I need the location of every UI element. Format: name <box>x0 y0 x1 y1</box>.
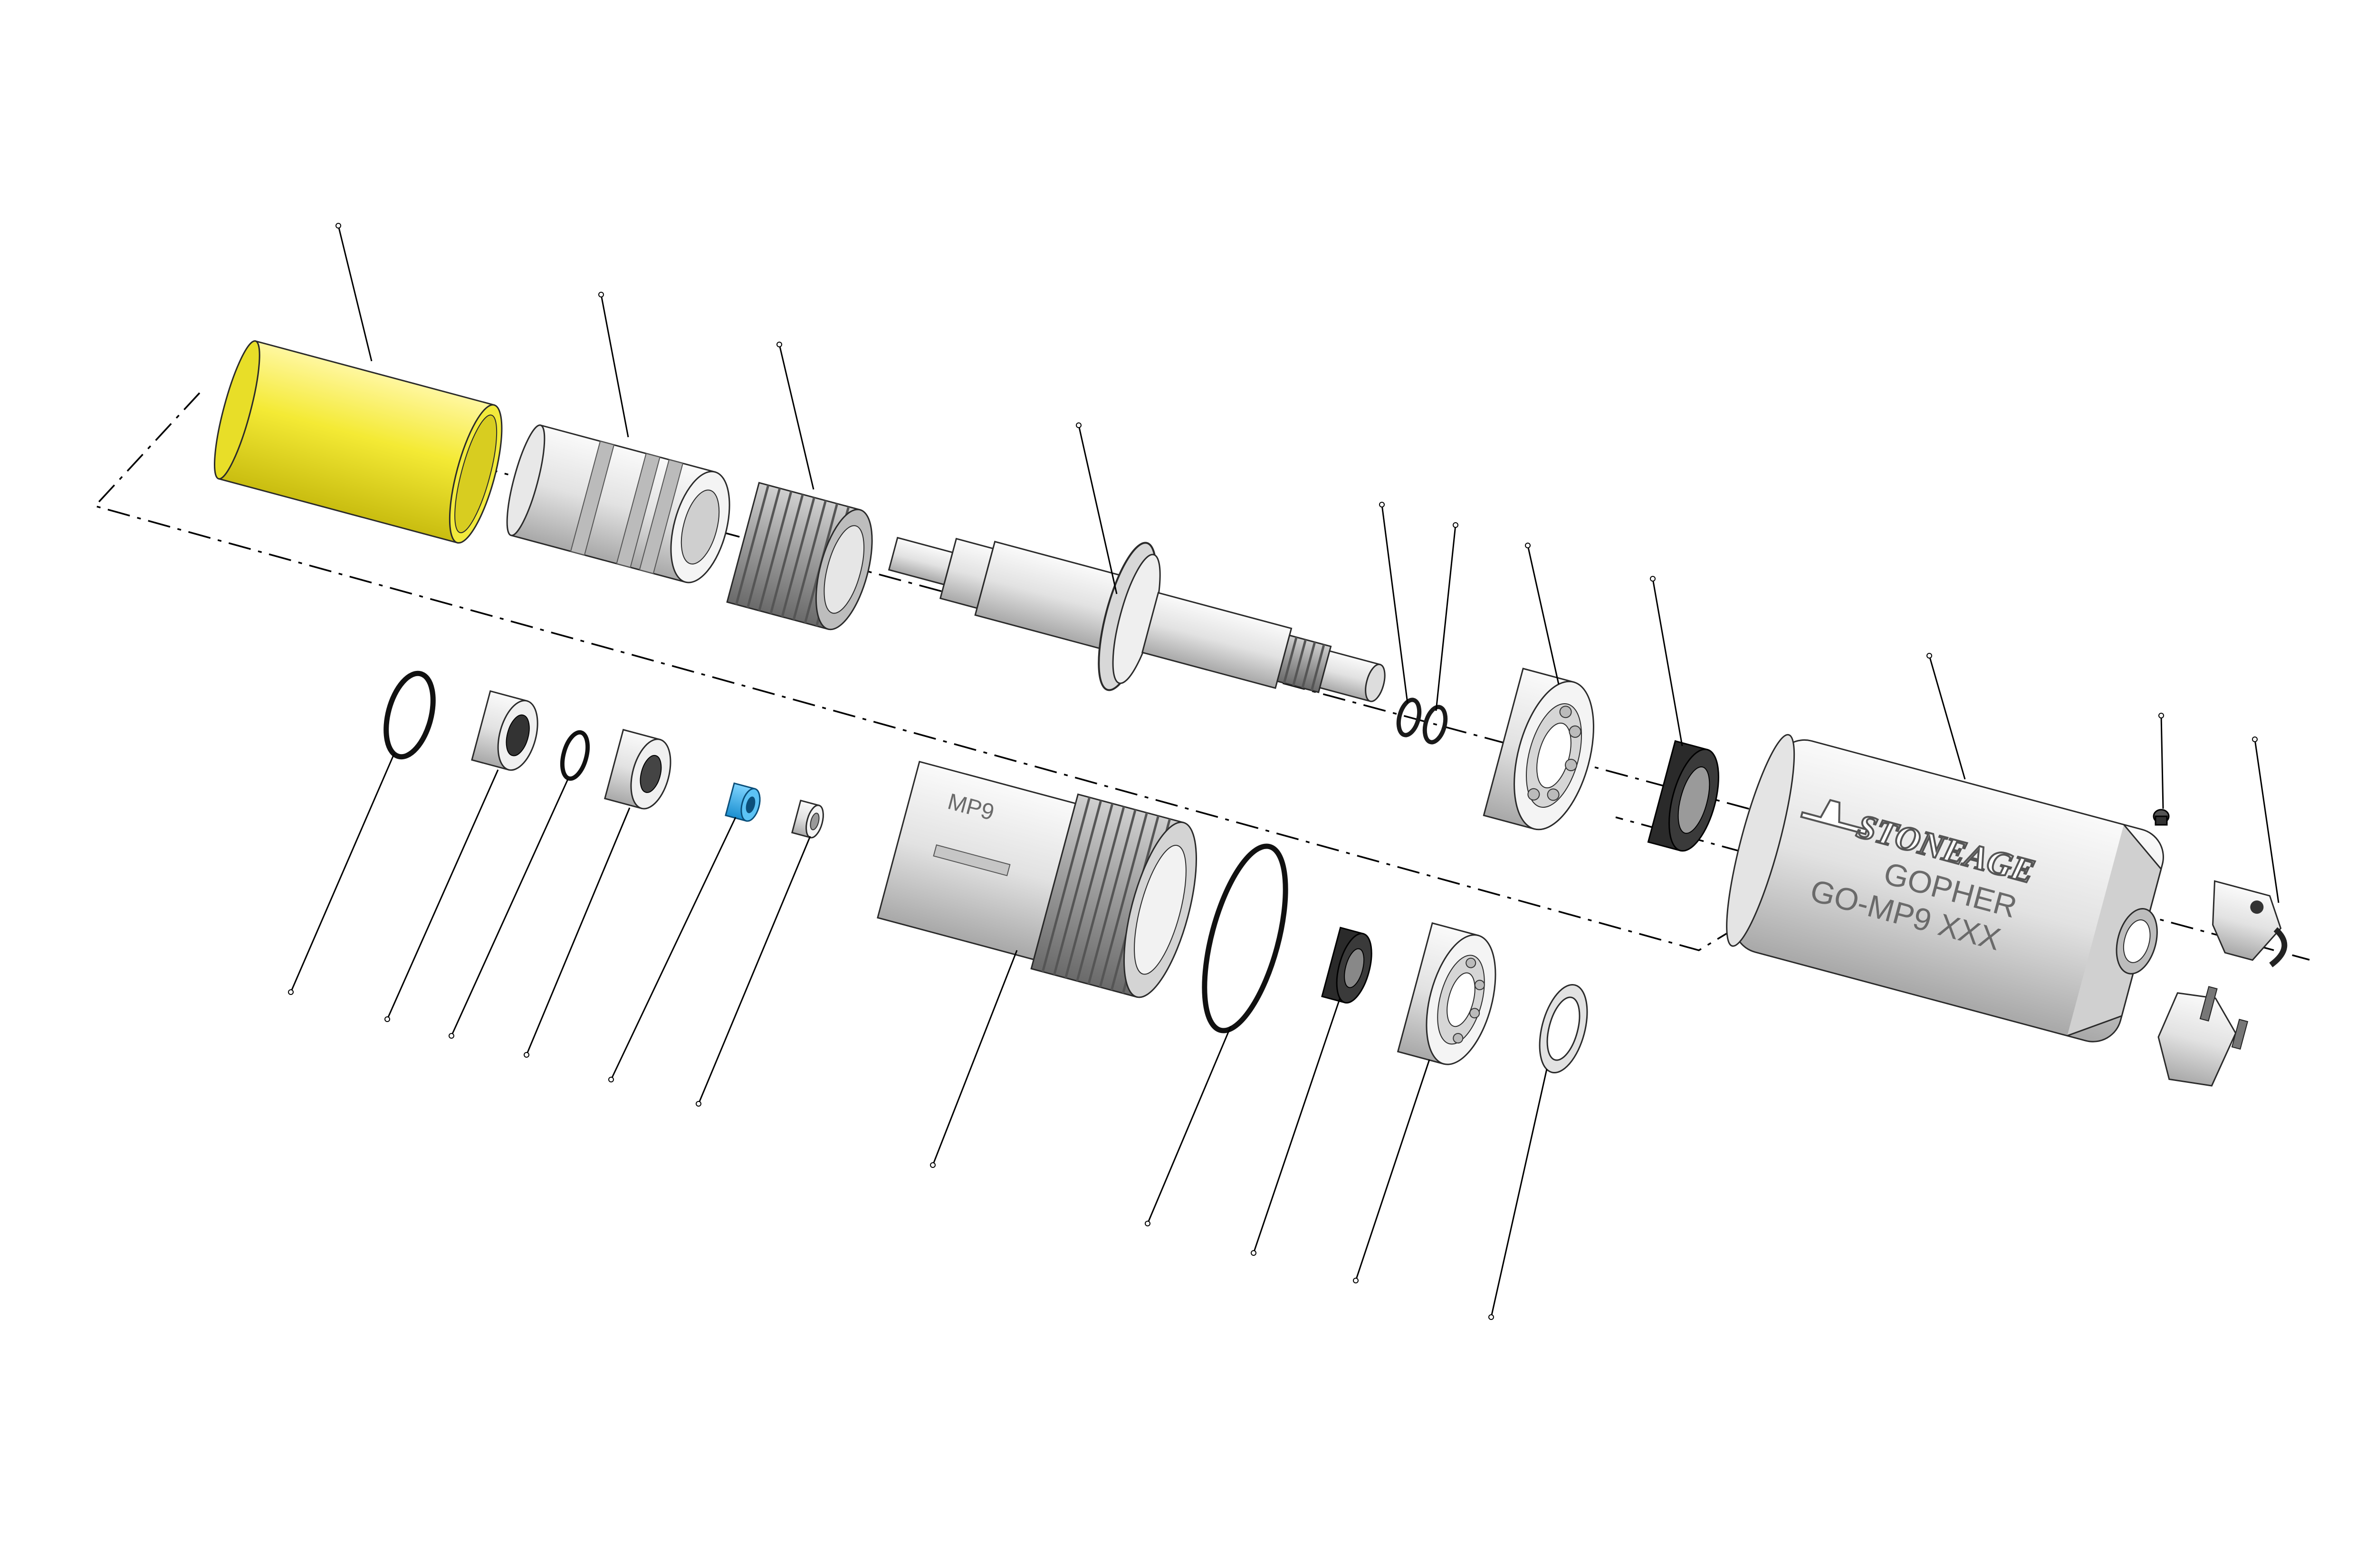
grooved-bushing <box>506 424 730 583</box>
callout-leaders <box>290 225 2280 1318</box>
cover-sleeve <box>214 340 503 544</box>
mountain-logo-icon <box>1800 799 1868 835</box>
small-bearing-a <box>471 690 538 771</box>
main-shaft <box>888 536 1386 702</box>
clamp-half-upper <box>2212 880 2288 967</box>
blue-seal <box>725 782 761 822</box>
threaded-stem: MP9 <box>877 761 1197 998</box>
housing-body: STONEAGE GOPHER GO-MP9 XXX <box>1726 734 2164 1042</box>
ball-bearing-large <box>1483 668 1594 831</box>
clamp-half-lower <box>2157 986 2249 1087</box>
callout-dots <box>288 223 2258 1320</box>
assembly-axis-line <box>93 392 1827 951</box>
lip-seal <box>1647 740 1719 852</box>
o-ring-small-lower <box>560 730 590 781</box>
o-ring-large-lower <box>1202 843 1288 1033</box>
lip-seal-lower <box>1321 927 1372 1004</box>
o-ring-left <box>383 670 436 760</box>
threaded-nut <box>726 482 873 631</box>
small-bearing-b <box>604 728 671 810</box>
ball-bearing-lower <box>1397 922 1496 1065</box>
small-o-ring-b <box>1422 705 1448 745</box>
small-spacer <box>791 799 824 839</box>
washer <box>1539 984 1588 1073</box>
small-o-ring-a <box>1396 698 1422 737</box>
set-screw <box>2153 809 2170 826</box>
